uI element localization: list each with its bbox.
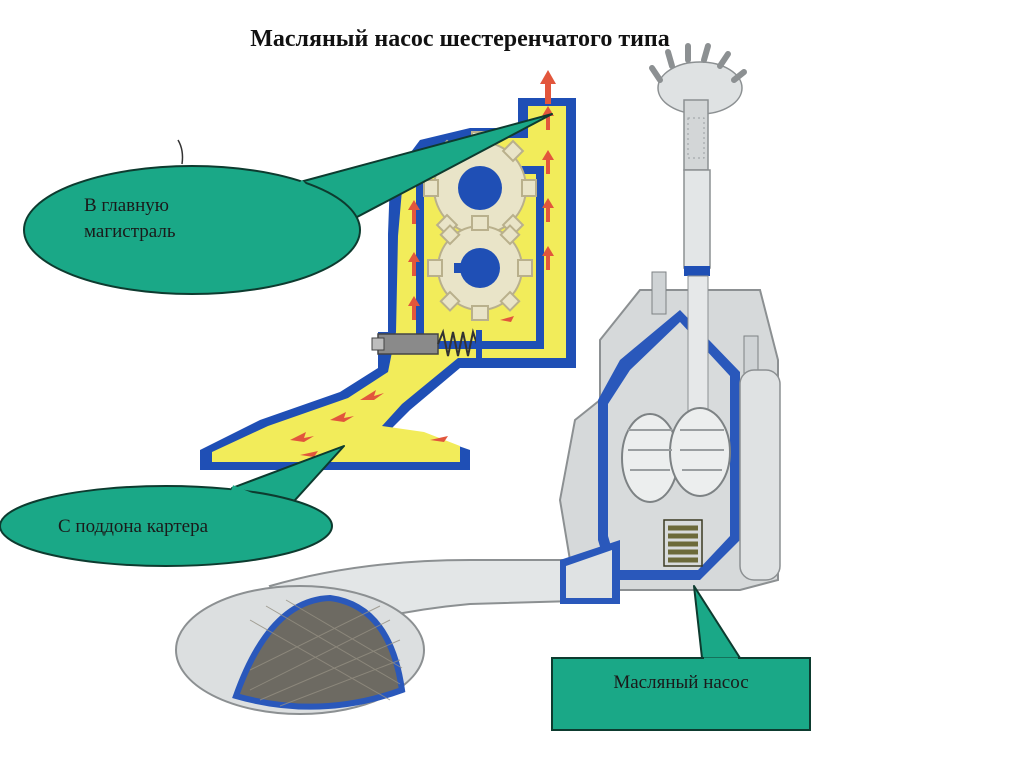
callout-oil-pump-label: Масляный насос xyxy=(613,672,749,693)
relief-valve-spring xyxy=(437,328,478,357)
pressure-spring xyxy=(668,525,698,563)
callout-oil-pump-pointer xyxy=(693,585,741,659)
relief-valve xyxy=(371,328,482,358)
pump-assembly-illustration xyxy=(558,43,781,591)
drive-shaft xyxy=(683,169,711,269)
intake-strainer-mesh xyxy=(232,594,406,710)
callout-from-pan xyxy=(0,445,345,567)
callout-main-line-line2: магистраль xyxy=(84,221,176,242)
mounting-stud xyxy=(651,271,667,315)
driven-gear xyxy=(427,215,533,321)
callout-from-pan-label: С поддона картера xyxy=(58,516,209,537)
callout-main-line-label: В главную магистраль xyxy=(84,193,264,245)
oil-flow-arrows xyxy=(290,70,556,457)
callout-main-line-line1: В главную xyxy=(84,195,169,216)
oil-intake-pickup xyxy=(175,540,620,715)
inner-pump-gears xyxy=(621,407,731,503)
slide-title: Масляный насос шестеренчатого типа xyxy=(250,26,670,52)
callout-main-line xyxy=(23,113,553,295)
callout-oil-pump xyxy=(551,585,811,731)
drive-helical-gear xyxy=(649,43,747,171)
